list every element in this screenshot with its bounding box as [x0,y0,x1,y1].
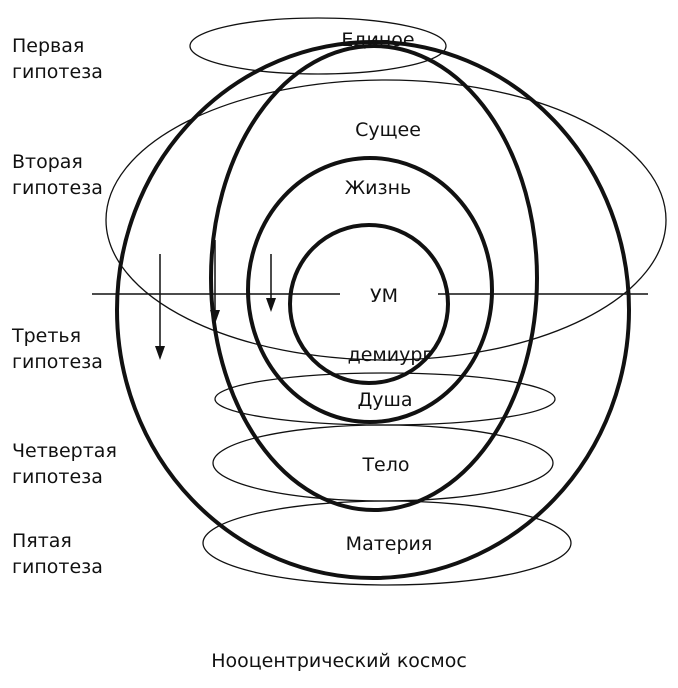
hypothesis-word: гипотеза [12,351,103,373]
label-life: Жизнь [345,177,412,199]
label-being: Сущее [355,119,421,141]
arrow-down-icon [155,254,165,360]
label-matter: Материя [346,533,433,555]
diagram-caption: Нооцентрический космос [211,650,467,672]
hypothesis-label-third: Третья гипотеза [12,323,103,375]
circle-being [209,44,539,512]
circle-mind [288,223,450,385]
ellipse-first-hypothesis [189,17,447,75]
arrow-down-icon [210,240,220,324]
hypothesis-word: гипотеза [12,466,103,488]
hypothesis-label-first: Первая гипотеза [12,33,103,85]
label-demiurge: демиург [348,344,433,366]
label-body: Тело [361,454,409,476]
circle-outer [115,40,631,580]
hypothesis-name: Вторая [12,151,83,173]
label-soul: Душа [357,389,412,411]
label-mind: УМ [370,285,398,307]
hypothesis-name: Пятая [12,530,72,552]
hypothesis-label-fifth: Пятая гипотеза [12,528,103,580]
hypothesis-word: гипотеза [12,556,103,578]
ellipse-second-hypothesis [105,79,667,361]
arrow-down-icon [266,254,276,312]
ellipse-matter [202,500,572,586]
hypothesis-name: Четвертая [12,440,117,462]
hypothesis-word: гипотеза [12,61,103,83]
circle-life [246,156,494,424]
hypothesis-name: Первая [12,35,85,57]
hypothesis-name: Третья [12,325,82,347]
hypothesis-label-second: Вторая гипотеза [12,149,103,201]
label-one: Единое [341,29,414,51]
hypothesis-label-fourth: Четвертая гипотеза [12,438,117,490]
hypothesis-word: гипотеза [12,177,103,199]
